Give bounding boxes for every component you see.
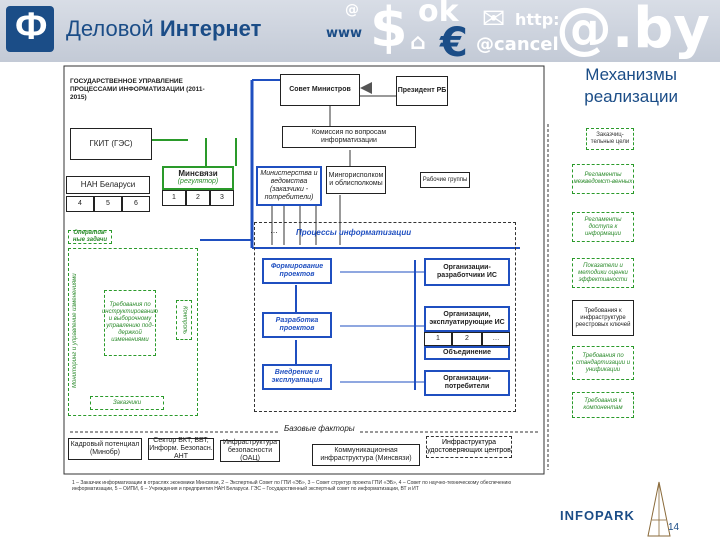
- right-r4-box: Требования к инфраструктуре реестровых к…: [572, 300, 634, 336]
- left-bottom-box: Заказчики: [90, 396, 164, 410]
- commission-box: Комиссия по вопросам информатизации: [282, 126, 416, 148]
- ms-n3: 3: [210, 190, 234, 206]
- factor-1-box: Кадровый потенциал (Минобр): [68, 438, 142, 460]
- gov-title: ГОСУДАРСТВЕННОЕ УПРАВЛЕНИЕ ПРОЦЕССАМИ ИН…: [70, 78, 205, 101]
- nan-n2: 5: [94, 196, 122, 212]
- footnote: 1 – Заказчик информатизации в отраслях э…: [72, 480, 512, 492]
- factor-5-box: Инфраструктура удостоверяющих центров: [426, 436, 512, 458]
- logo-letter: Ф: [15, 6, 48, 48]
- slide-title: Механизмы реализации: [584, 64, 678, 108]
- title-line-2: реализации: [584, 87, 678, 106]
- president-arrow: [360, 82, 372, 94]
- diagram-frame: [63, 65, 545, 475]
- factor-4-box: Коммуникационная инфраструктура (Минсвяз…: [312, 444, 420, 466]
- right-r2-box: Регламенты доступа к информации: [572, 212, 634, 242]
- home-icon: ⌂: [410, 30, 426, 55]
- ms-n1: 1: [162, 190, 186, 206]
- www-glyph: www: [326, 26, 363, 41]
- header-banner: Ф Деловой Интернет @ www $ ok ⌂ € ✉ http…: [0, 0, 720, 62]
- ops-n1: 1: [424, 332, 452, 346]
- brand-name: Деловой Интернет: [66, 16, 261, 42]
- brand-bold: Интернет: [159, 16, 262, 41]
- by-glyph: @.by: [556, 0, 710, 61]
- processes-dots: …: [270, 226, 278, 235]
- working-groups-box: Рабочие группы: [420, 172, 470, 188]
- page-number: 14: [668, 522, 680, 533]
- ops-orgs-box: Организации, эксплуатирующие ИС: [424, 306, 510, 332]
- consumer-orgs-box: Организации-потребители: [424, 370, 510, 396]
- ms-n2: 2: [186, 190, 210, 206]
- at-glyph: @: [345, 2, 359, 18]
- left-top-label: Оператив-ные задачи: [68, 230, 112, 244]
- stage-formation-box: Формирование проектов: [262, 258, 332, 284]
- mingorispolkom-box: Мингорисполком и облисполкомы: [326, 166, 386, 194]
- brand-regular: Деловой: [66, 16, 154, 41]
- base-factors-title: Базовые факторы: [280, 424, 359, 433]
- ok-glyph: ok: [418, 0, 459, 29]
- left-green-zone: [68, 248, 198, 416]
- dev-orgs-box: Организации-разработчики ИС: [424, 258, 510, 286]
- mail-icon: ✉: [482, 2, 506, 35]
- stage-operation-box: Внедрение и эксплуатация: [262, 364, 332, 390]
- ministries-box: Министерства и ведомства (заказчики - по…: [256, 166, 322, 206]
- right-top-box: Заказчиц-тельные цели: [586, 128, 634, 150]
- right-r3-box: Показатели и методики оценки эффективнос…: [572, 258, 634, 288]
- council-box: Совет Министров: [280, 74, 360, 106]
- title-line-1: Механизмы: [585, 65, 678, 84]
- gkit-box: ГКИТ (ГЭС): [70, 128, 152, 160]
- factor-3-box: Инфраструктура безопасности (ОАЦ): [220, 439, 280, 462]
- logo: Ф: [6, 6, 54, 52]
- factor-2-box: Сектор ВКТ, ВВТ, Информ. Безопасн. АНТ: [148, 437, 214, 460]
- tower-icon: [647, 481, 671, 537]
- right-r6-box: Требования к компонентам: [572, 392, 634, 418]
- ops-n2: 2: [452, 332, 482, 346]
- euro-glyph: €: [440, 20, 468, 62]
- nan-n3: 6: [122, 196, 150, 212]
- processes-area: [254, 222, 516, 412]
- ops-n3: …: [482, 332, 510, 346]
- nan-box: НАН Беларуси: [66, 176, 150, 194]
- left-zone-label: Мониторинг и управление изменениями: [72, 273, 78, 389]
- processes-title: Процессы информатизации: [296, 228, 412, 237]
- left-ctrl-box: Контроль: [176, 300, 192, 340]
- president-box: Президент РБ: [396, 76, 448, 106]
- right-r5-box: Требования по стандартизации и унификаци…: [572, 346, 634, 380]
- cancel-glyph: @cancel: [476, 34, 559, 55]
- nan-n1: 4: [66, 196, 94, 212]
- regulator-label: (регулятор): [177, 178, 219, 185]
- left-mid-box: Требования по инструктированию и выбороч…: [102, 290, 158, 356]
- minsvyaz-box: Минсвязи (регулятор): [162, 166, 234, 190]
- infopark-logo: INFOPARK: [560, 508, 635, 523]
- http-glyph: http:: [515, 10, 560, 29]
- minsvyaz-label: Минсвязи: [178, 169, 218, 178]
- stage-development-box: Разработка проектов: [262, 312, 332, 338]
- union-box: Объединение: [424, 346, 510, 360]
- right-r1-box: Регламенты межведомст-венных: [572, 164, 634, 194]
- dollar-glyph: $: [370, 0, 408, 59]
